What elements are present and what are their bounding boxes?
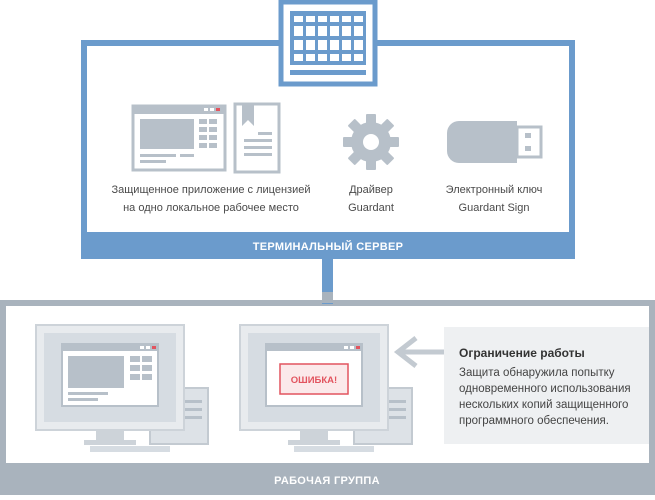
driver-caption-line-1: Драйвер: [349, 184, 393, 196]
key-caption-line-1: Электронный ключ: [446, 184, 543, 196]
arrow-left-icon: [393, 336, 444, 368]
usb-key-icon: [447, 121, 543, 163]
note-line: одновременного использования: [459, 383, 631, 395]
server-icon: [278, 0, 378, 87]
workstation-error-icon: ОШИБКА!: [239, 324, 413, 452]
terminal-server-label: ТЕРМИНАЛЬНЫЙ СЕРВЕР: [253, 240, 404, 253]
note-title: Ограничение работы: [459, 346, 585, 360]
gear-icon: [343, 114, 399, 170]
note-line: программного обеспечения.: [459, 415, 609, 427]
protected-app-with-license-icon: [131, 102, 281, 174]
app-caption-line-1: Защищенное приложение с лицензией: [111, 184, 310, 196]
workstation-app-icon: [35, 324, 209, 452]
note-line: Защита обнаружила попытку: [459, 367, 615, 379]
key-caption-line-2: Guardant Sign: [459, 202, 530, 214]
workgroup-label: РАБОЧАЯ ГРУППА: [274, 475, 380, 487]
error-message-box: [279, 363, 349, 395]
driver-caption-line-2: Guardant: [348, 202, 394, 214]
app-caption-line-2: на одно локальное рабочее место: [123, 202, 299, 214]
network-connector: [322, 258, 333, 304]
note-line: нескольких копий защищенного: [459, 399, 628, 411]
restriction-note: Ограничение работы Защита обнаружила поп…: [444, 327, 649, 444]
error-text: ОШИБКА!: [291, 375, 337, 386]
